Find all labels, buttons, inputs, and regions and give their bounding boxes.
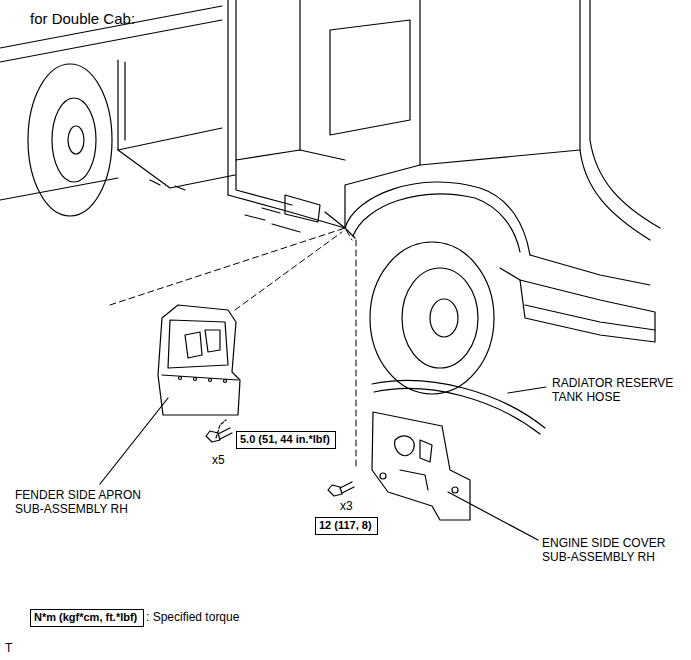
diagram-title: for Double Cab: [30,10,135,28]
torque-box: 5.0 (51, 44 in.*lbf) [236,431,336,449]
leader-line [100,398,168,484]
truck-body [0,0,660,394]
bolt [328,482,354,496]
torque-value: 5.0 (51, 44 in.*lbf) [237,432,335,447]
installation-lines [110,228,356,466]
leader-line [448,492,538,540]
quantity: x5 [212,453,225,467]
quantity: x3 [340,499,353,513]
bolt [206,420,232,442]
part-name: FENDER SIDE APRON SUB-ASSEMBLY RH [15,488,155,516]
torque-value: N*m (kgf*cm, ft.*lbf) [31,610,143,625]
torque-value: 12 (117, 8) [316,518,377,533]
engine-side-cover [372,412,470,520]
fender-apron [158,305,240,415]
figure-mark: T [5,641,12,655]
part-name: RADIATOR RESERVE TANK HOSE [552,376,677,404]
torque-box: N*m (kgf*cm, ft.*lbf) [30,609,144,627]
legend-note: : Specified torque [146,610,239,624]
torque-box: 12 (117, 8) [315,517,378,535]
part-name: ENGINE SIDE COVER SUB-ASSEMBLY RH [542,536,682,564]
